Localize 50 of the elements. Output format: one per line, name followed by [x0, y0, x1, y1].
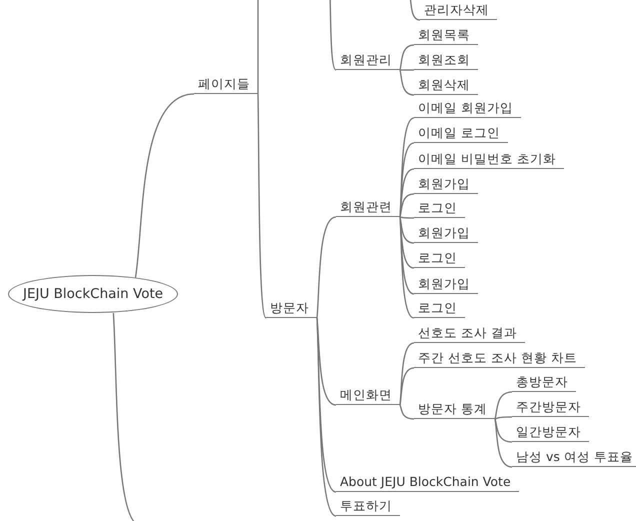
connector-line [494, 418, 512, 443]
root-ellipse: JEJU BlockChain Vote [8, 275, 178, 313]
branch-label: 회원관리 [336, 51, 400, 70]
branch-label: 로그인 [414, 249, 465, 268]
branch-label: 로그인 [414, 199, 465, 218]
connector-line [494, 418, 512, 468]
branch-label: 회원가입 [414, 224, 478, 243]
connector-line [257, 0, 259, 94]
branch-label: 회원목록 [414, 26, 478, 45]
branch-label: 방문자 통계 [414, 400, 495, 419]
branch-label: 이메일 회원가입 [414, 99, 521, 118]
connector-line [329, 0, 336, 70]
branch-label: 회원조회 [414, 51, 478, 70]
branch-label: 이메일 비밀번호 초기화 [414, 150, 564, 169]
connector-line [134, 93, 194, 278]
branch-label: 투표하기 [336, 497, 400, 516]
branch-label: 남성 vs 여성 투표율 [512, 448, 636, 467]
branch-label: 회원삭제 [414, 76, 478, 95]
connector-line [494, 391, 512, 420]
connector-line [399, 193, 414, 218]
branch-label: 이메일 로그인 [414, 124, 508, 143]
connector-line [399, 44, 414, 70]
branch-label: 방문자 [266, 299, 317, 318]
branch-label: 관리자삭제 [420, 1, 497, 20]
connector-line [494, 416, 512, 420]
branch-label: 로그인 [414, 299, 465, 318]
branch-label: 회원관련 [336, 198, 400, 217]
branch-label: 주간방문자 [512, 398, 589, 417]
connector-line [400, 216, 414, 219]
branch-label: 회원가입 [414, 275, 478, 294]
connector-line [399, 367, 414, 406]
connector-line [399, 168, 414, 218]
connector-line [257, 94, 267, 318]
connector-line [399, 216, 414, 269]
connector-line [316, 318, 336, 406]
branch-label: 총방문자 [512, 373, 576, 392]
branch-label: About JEJU BlockChain Vote [336, 473, 519, 492]
connector-line [316, 216, 336, 318]
connector-line [399, 404, 414, 420]
branch-label: 메인화면 [336, 386, 400, 405]
branch-label: 일간방문자 [512, 423, 589, 442]
branch-label: 주간 선호도 조사 현황 차트 [414, 349, 585, 368]
connector-line [399, 216, 414, 244]
branch-label: 회원가입 [414, 175, 478, 194]
connector-line [399, 70, 414, 96]
connector-line [400, 69, 414, 71]
connector-line [409, 0, 420, 21]
branch-label: 선호도 조사 결과 [414, 324, 525, 343]
branch-label: 페이지들 [194, 75, 258, 94]
connector-line [399, 216, 414, 319]
